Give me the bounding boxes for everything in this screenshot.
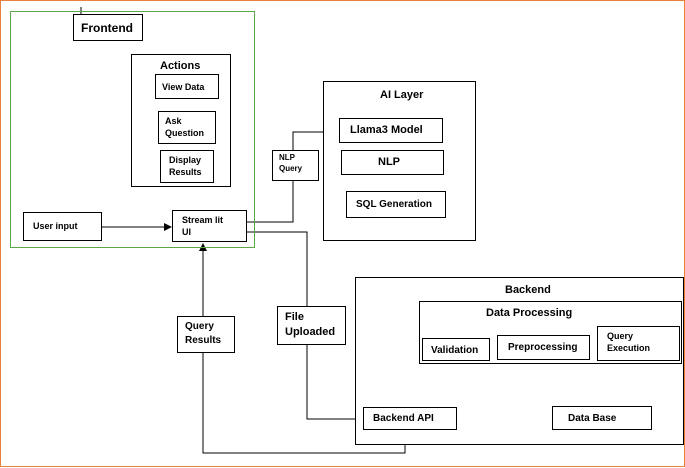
action-display-results: Display Results: [160, 150, 214, 183]
database-label: Data Base: [568, 413, 617, 424]
data-processing-title: Data Processing: [486, 307, 573, 319]
ai-llama3-model: Llama3 Model: [339, 118, 443, 143]
actions-title: Actions: [160, 60, 201, 72]
user-input-box: User input: [23, 212, 102, 241]
nlp-query-box: NLP Query: [272, 150, 319, 181]
query-results-label: Query Results: [185, 321, 222, 346]
file-uploaded-box: File Uploaded: [277, 306, 346, 345]
ai-sql-generation: SQL Generation: [346, 191, 446, 218]
backend-title: Backend: [505, 284, 551, 296]
dp-preprocessing: Preprocessing: [497, 335, 590, 360]
stream-ui-label: Stream lit UI: [182, 215, 224, 238]
database-box: Data Base: [552, 406, 652, 430]
backend-api-label: Backend API: [373, 413, 434, 424]
ai-layer-title: AI Layer: [380, 89, 424, 101]
backend-api-box: Backend API: [363, 407, 457, 430]
action-view-data: View Data: [155, 74, 219, 99]
dp-query-execution: Query Execution: [597, 326, 680, 361]
user-input-label: User input: [33, 221, 78, 231]
ai-nlp: NLP: [341, 150, 444, 175]
frontend-title-box: Frontend: [73, 14, 143, 41]
file-uploaded-label: File Uploaded: [285, 311, 336, 338]
stream-ui-box: Stream lit UI: [172, 210, 247, 242]
frontend-container: [10, 11, 255, 248]
dp-validation: Validation: [422, 338, 490, 361]
query-results-box: Query Results: [177, 316, 235, 353]
nlp-query-label: NLP Query: [279, 153, 303, 173]
frontend-title: Frontend: [81, 21, 133, 35]
action-ask-question: Ask Question: [158, 111, 216, 144]
